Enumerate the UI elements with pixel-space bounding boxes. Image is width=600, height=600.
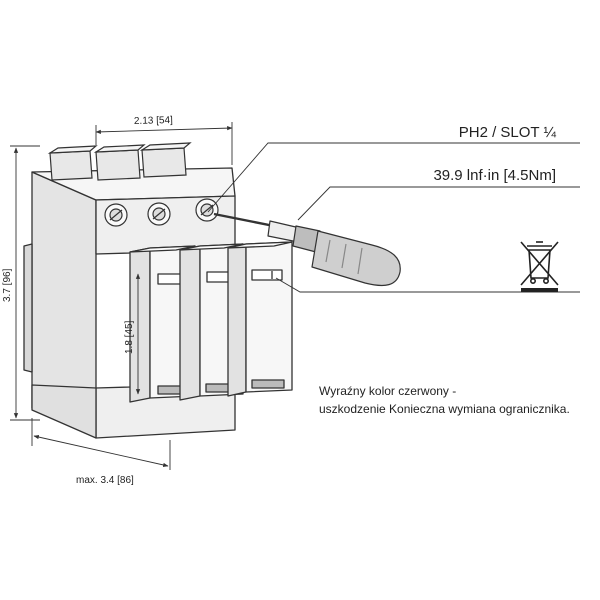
module-2: [179, 245, 201, 401]
screwdriver-icon: [213, 212, 401, 287]
note-line-1: Wyraźny kolor czerwony -: [319, 384, 456, 398]
note-line-2: uszkodzenie Konieczna wymiana ograniczni…: [319, 402, 570, 416]
terminal-screws: [104, 198, 219, 227]
dimension-lines: [10, 122, 233, 470]
dimension-height-module: 1.8 [45]: [124, 320, 135, 354]
leader-lines: [207, 142, 580, 293]
status-window-3: [251, 269, 283, 281]
callout-torque: 39.9 lnf·in [4.5Nm]: [433, 167, 556, 184]
dimension-height-total: 3.7 [96]: [2, 268, 13, 302]
terminal-housings: [47, 142, 192, 181]
plug-in-modules: [129, 241, 293, 403]
callout-tool: PH2 / SLOT ¼: [459, 124, 557, 141]
dimension-depth: max. 3.4 [86]: [76, 475, 134, 486]
crossed-out-wheelie-bin-icon: [520, 241, 559, 292]
module-3: [227, 243, 247, 397]
dimension-width-top: 2.13 [54]: [134, 115, 173, 127]
